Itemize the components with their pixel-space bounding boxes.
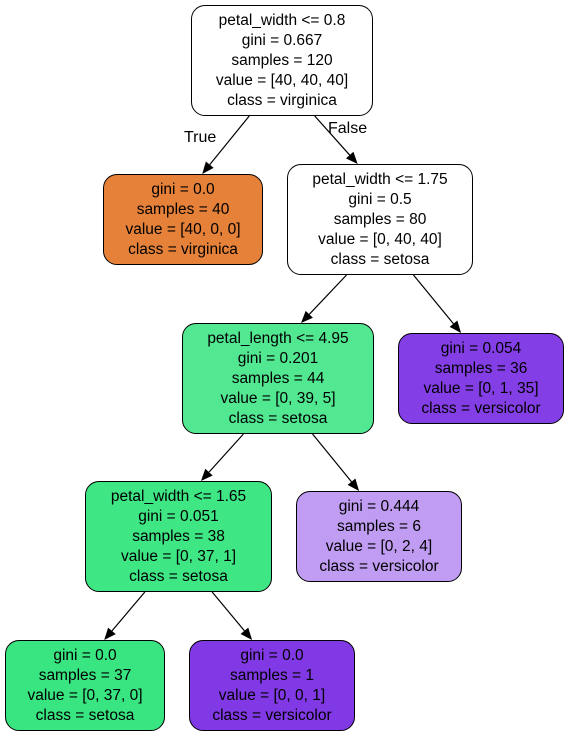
node-text-line: value = [0, 1, 35] [423,379,539,397]
edge-line-n2-n3 [308,274,347,315]
node-text-line: petal_width <= 1.65 [110,487,247,505]
edge-line-n0-n2 [314,115,351,156]
tree-node-n8: gini = 0.0 samples = 1 value = [0, 0, 1] cl… [189,640,355,731]
edge-arrowhead-n5-n7 [104,627,116,640]
tree-node-n5: petal_width <= 1.65 gini = 0.051 samples =… [85,481,272,592]
edge-arrowhead-n0-n1 [202,161,214,174]
tree-node-n7: gini = 0.0 samples = 37 value = [0, 37, 0]… [5,640,165,731]
node-text-line: samples = 37 [38,666,132,684]
node-text-line: samples = 44 [231,369,325,387]
tree-node-n6: gini = 0.444 samples = 6 value = [0, 2, 4]… [296,491,462,582]
node-text-line: samples = 120 [231,51,333,69]
edge-label-false: False [328,120,368,137]
tree-node-n0: petal_width <= 0.8 gini = 0.667 samples = … [191,5,373,116]
node-text-line: samples = 38 [132,527,225,545]
node-text-line: class = setosa [35,706,135,724]
tree-node-n3: petal_length <= 4.95 gini = 0.201 samples … [182,323,374,434]
node-text-line: samples = 80 [333,210,427,228]
node-text-line: petal_length <= 4.95 [207,329,349,347]
edge-arrowhead-n3-n5 [200,468,213,481]
node-text-line: gini = 0.667 [241,31,323,49]
node-text-line: class = setosa [228,409,328,427]
edge-line-n5-n8 [211,591,245,632]
node-text-line: gini = 0.444 [338,497,420,515]
edge-label-true: True [184,129,217,146]
node-text-line: samples = 1 [229,666,314,684]
node-text-line: class = setosa [129,567,228,585]
node-text-line: class = virginica [227,91,337,109]
node-text-line: gini = 0.0 [240,646,304,664]
node-text-line: samples = 36 [434,359,528,377]
edge-line-n3-n5 [208,433,244,473]
edge-arrowhead-n5-n8 [240,627,253,640]
node-text-line: gini = 0.054 [440,339,522,357]
node-text-line: value = [40, 0, 0] [125,220,241,238]
node-text-line: class = versicolor [319,557,439,575]
node-text-line: petal_width <= 1.75 [312,170,448,188]
node-text-line: value = [0, 37, 1] [120,547,237,565]
edge-line-n0-n1 [209,115,250,166]
node-text-line: samples = 6 [336,517,421,535]
node-text-line: gini = 0.201 [237,349,319,367]
node-text-line: value = [0, 37, 0] [27,686,143,704]
edge-arrowhead-n2-n3 [301,310,313,323]
edge-line-n5-n7 [111,591,146,632]
node-text-line: class = versicolor [421,399,541,417]
node-text-line: class = versicolor [212,706,332,724]
node-text-line: gini = 0.051 [138,507,219,525]
tree-node-n4: gini = 0.054 samples = 36 value = [0, 1, 3… [398,333,564,424]
node-text-line: value = [0, 0, 1] [218,686,326,704]
node-text-line: gini = 0.0 [53,646,117,664]
edge-arrowhead-n0-n2 [345,151,358,164]
edge-arrowhead-n2-n4 [449,320,462,333]
edge-line-n3-n6 [312,433,352,483]
tree-node-n1: gini = 0.0 samples = 40 value = [40, 0, 0]… [103,174,263,265]
node-text-line: petal_width <= 0.8 [218,11,346,29]
node-text-line: value = [0, 2, 4] [325,537,433,555]
edge-arrowhead-n3-n6 [347,478,360,491]
node-text-line: value = [0, 39, 5] [220,389,336,407]
tree-node-n2: petal_width <= 1.75 gini = 0.5 samples = 8… [287,164,473,275]
node-text-line: gini = 0.5 [348,190,412,208]
node-text-line: class = virginica [128,240,238,258]
edge-line-n2-n4 [413,274,454,325]
node-text-line: value = [0, 40, 40] [318,230,442,248]
node-text-line: class = setosa [330,250,430,268]
node-text-line: samples = 40 [136,200,230,218]
node-text-line: gini = 0.0 [151,180,215,198]
node-text-line: value = [40, 40, 40] [215,71,349,89]
